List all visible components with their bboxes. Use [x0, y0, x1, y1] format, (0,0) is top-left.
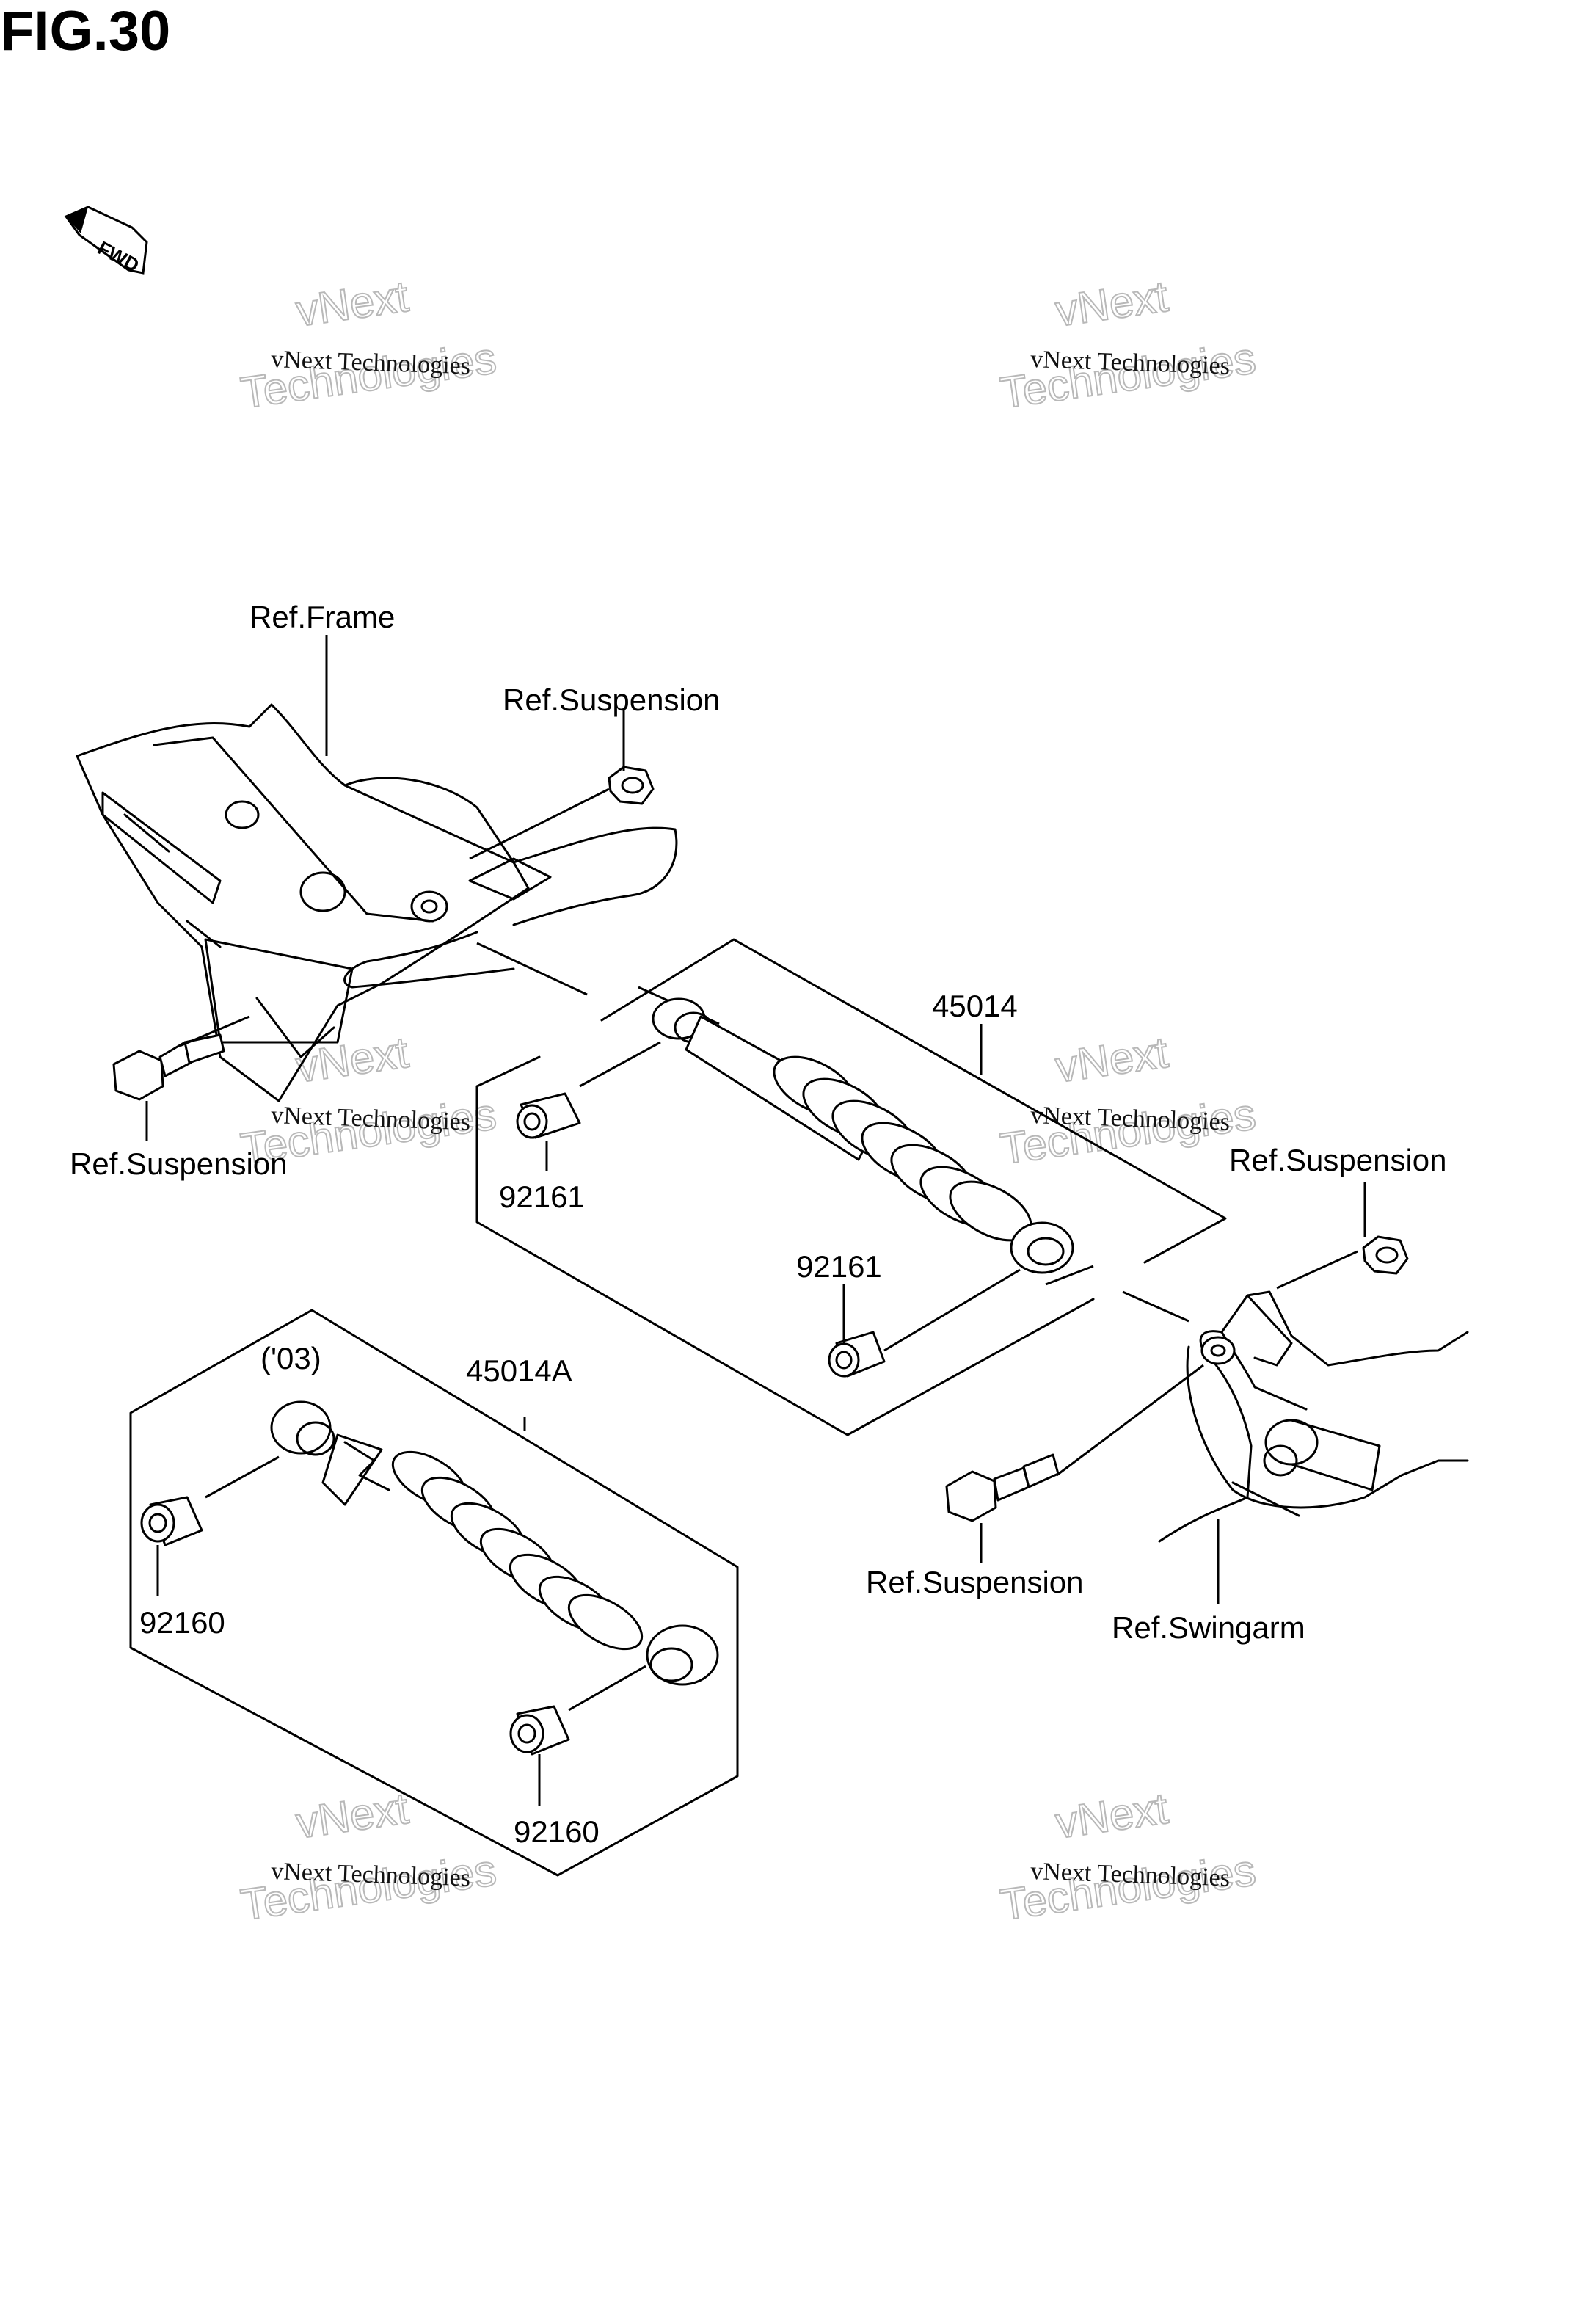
svg-text:vNext: vNext	[1052, 272, 1171, 336]
label-ref-suspension-top: Ref.Suspension	[503, 683, 721, 717]
bushing-92160-left-icon	[140, 1455, 280, 1546]
frame-drawing	[76, 703, 678, 1102]
label-ref-suspension-left: Ref.Suspension	[70, 1146, 288, 1181]
label-part-92160-right: 92160	[514, 1814, 600, 1849]
spring-coils-a	[391, 1450, 644, 1651]
label-part-92161-left: 92161	[499, 1179, 585, 1214]
svg-text:vNext: vNext	[293, 272, 412, 336]
shock-absorber-45014	[652, 997, 1074, 1274]
shock-45014A-box	[129, 1309, 739, 1877]
label-part-45014: 45014	[932, 989, 1018, 1023]
bushing-92161-left-icon	[516, 1041, 661, 1139]
label-variant-03: ('03)	[260, 1341, 321, 1375]
swingarm-drawing	[1158, 1290, 1469, 1543]
label-ref-swingarm: Ref.Swingarm	[1112, 1610, 1305, 1645]
label-ref-suspension-right: Ref.Suspension	[1229, 1143, 1447, 1177]
svg-text:vNext: vNext	[1052, 1784, 1171, 1848]
label-part-92161-right: 92161	[796, 1249, 882, 1284]
bolt-left-icon	[112, 1033, 225, 1101]
bushing-92160-right-icon	[509, 1665, 646, 1756]
watermark-2: vNext Technologies vNext Technologies	[996, 271, 1259, 418]
label-ref-suspension-bottom: Ref.Suspension	[866, 1565, 1084, 1599]
shock-absorber-45014A	[270, 1400, 719, 1686]
leader-lines	[145, 635, 1366, 1806]
figure-title: FIG.30	[0, 0, 170, 62]
bushing-92161-right-icon	[828, 1268, 1021, 1378]
fwd-arrow-icon: FWD	[64, 206, 148, 277]
nut-top-icon	[608, 766, 655, 805]
label-ref-frame: Ref.Frame	[249, 600, 395, 634]
svg-text:vNext: vNext	[1052, 1028, 1171, 1092]
bolt-bottom-icon	[945, 1453, 1060, 1522]
label-part-45014A: 45014A	[466, 1353, 572, 1388]
watermark-5: vNext Technologies vNext Technologies	[237, 1783, 500, 1930]
svg-text:vNext: vNext	[293, 1028, 412, 1092]
nut-right-icon	[1362, 1235, 1409, 1275]
assembly-axis-lines	[179, 788, 1358, 1477]
shock-45014-box	[475, 938, 1227, 1436]
watermark-1: vNext Technologies vNext Technologies	[237, 271, 500, 418]
spring-coils	[773, 1055, 1032, 1242]
watermark-6: vNext Technologies vNext Technologies	[996, 1783, 1259, 1930]
svg-text:vNext: vNext	[293, 1784, 412, 1848]
label-part-92160-left: 92160	[139, 1605, 225, 1640]
watermark-4: vNext Technologies vNext Technologies	[996, 1027, 1259, 1174]
